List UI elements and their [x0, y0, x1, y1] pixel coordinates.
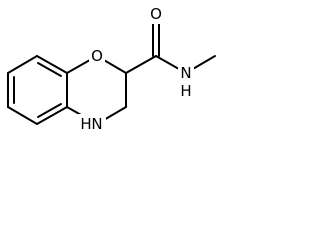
aromatic-inner-bond	[37, 103, 62, 118]
atom-label-ring-nitrogen: H N	[78, 114, 106, 134]
ring-oxygen-label: O	[91, 47, 103, 65]
atom-label-amide-nitrogen: N H	[178, 64, 194, 100]
bond	[36, 106, 68, 125]
atom-label-carbonyl-oxygen: O	[148, 4, 164, 24]
atom-label-ring-oxygen: O	[89, 46, 105, 66]
oxazine-ring	[66, 55, 127, 125]
amide-hydrogen-label: H	[180, 82, 191, 100]
molecule-structure: O O N H H N	[7, 4, 216, 134]
bond	[7, 106, 38, 125]
carboxamide-group	[125, 17, 216, 74]
carbonyl-oxygen-label: O	[150, 5, 162, 23]
aromatic-inner-bond	[37, 62, 62, 77]
bond	[36, 55, 68, 74]
ring-nitrogen-label: N	[91, 115, 102, 133]
benzene-ring	[7, 55, 68, 125]
ring-nitrogen-hydrogen-label: H	[80, 115, 91, 133]
bond	[125, 55, 157, 74]
amide-nitrogen-label: N	[180, 64, 191, 82]
bond	[7, 55, 38, 74]
